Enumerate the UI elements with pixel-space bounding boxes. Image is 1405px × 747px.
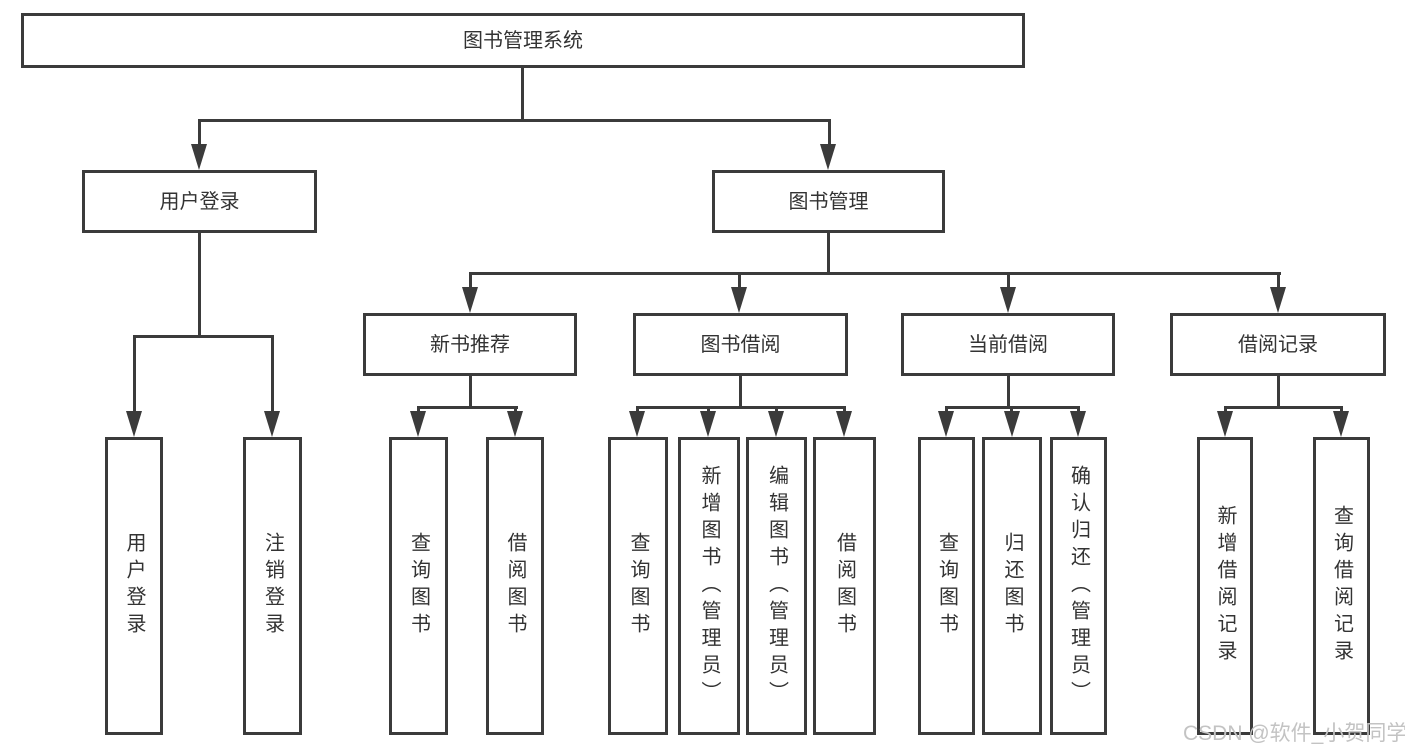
connector-borrowing-stem [739, 374, 742, 409]
connector-login-horizontal [133, 335, 274, 338]
connector-current-child-stem [1010, 406, 1013, 414]
connector-borrowing-child-stem [707, 406, 710, 414]
arrow-down-icon [1000, 287, 1016, 313]
connector-records-stem [1277, 374, 1280, 409]
arrow-down-icon [629, 411, 645, 437]
connector-recommend-stem [469, 374, 472, 409]
leaf-borrow-books-borrowing: 借阅图书 [813, 437, 876, 735]
arrow-down-icon [731, 287, 747, 313]
connector-login-stem [198, 231, 201, 338]
connector-mgmt-child-stem [1277, 272, 1280, 290]
leaf-add-book-admin: 新增图书（管理员） [678, 437, 740, 735]
connector-borrowing-child-stem [775, 406, 778, 414]
connector-records-child-stem [1224, 406, 1227, 414]
arrow-down-icon [410, 411, 426, 437]
connector-root-left-stem [198, 119, 201, 149]
arrow-down-icon [462, 287, 478, 313]
node-borrowing-records-label: 借阅记录 [1238, 333, 1318, 356]
leaf-borrow-books-recommend-label: 借阅图书 [504, 532, 526, 640]
node-user-login-label: 用户登录 [159, 190, 240, 213]
connector-mgmt-child-stem [469, 272, 472, 290]
node-new-book-recommend: 新书推荐 [363, 313, 577, 376]
leaf-return-book: 归还图书 [982, 437, 1042, 735]
node-current-borrowing-label: 当前借阅 [968, 333, 1048, 356]
node-library-system: 图书管理系统 [21, 13, 1025, 68]
arrow-down-icon [264, 411, 280, 437]
leaf-user-login-label: 用户登录 [123, 532, 145, 640]
leaf-query-books-recommend-label: 查询图书 [407, 532, 430, 640]
node-user-login: 用户登录 [82, 170, 317, 233]
connector-current-child-stem [945, 406, 948, 414]
node-book-borrowing: 图书借阅 [633, 313, 848, 376]
arrow-down-icon [1270, 287, 1286, 313]
arrow-down-icon [938, 411, 954, 437]
connector-recommend-child-stem [417, 406, 420, 414]
leaf-borrow-books-recommend: 借阅图书 [486, 437, 544, 735]
leaf-add-borrow-record: 新增借阅记录 [1197, 437, 1253, 735]
connector-mgmt-child-stem [1007, 272, 1010, 290]
leaf-borrow-books-borrowing-label: 借阅图书 [833, 532, 856, 640]
node-book-borrowing-label: 图书借阅 [700, 333, 781, 356]
connector-mgmt-horizontal [469, 272, 1281, 275]
connector-recommend-horizontal [417, 406, 518, 409]
leaf-query-books-borrowing-label: 查询图书 [627, 532, 649, 640]
leaf-logout-label: 注销登录 [261, 532, 284, 640]
leaf-query-books-current: 查询图书 [918, 437, 975, 735]
connector-current-stem [1007, 374, 1010, 409]
connector-borrowing-child-stem [843, 406, 846, 414]
leaf-query-borrow-record: 查询借阅记录 [1313, 437, 1370, 735]
leaf-user-login: 用户登录 [105, 437, 163, 735]
leaf-query-books-current-label: 查询图书 [935, 532, 958, 640]
connector-root-right-stem [828, 119, 831, 149]
connector-recommend-child-stem [514, 406, 517, 414]
leaf-query-borrow-record-label: 查询借阅记录 [1330, 505, 1353, 667]
leaf-confirm-return-admin: 确认归还（管理员） [1050, 437, 1107, 735]
leaf-add-book-admin-label: 新增图书（管理员） [698, 464, 720, 708]
arrow-down-icon [700, 411, 716, 437]
node-new-book-recommend-label: 新书推荐 [430, 333, 510, 356]
leaf-query-books-recommend: 查询图书 [389, 437, 448, 735]
node-book-management: 图书管理 [712, 170, 945, 233]
connector-records-child-stem [1340, 406, 1343, 414]
csdn-watermark: CSDN @软件_小贺同学 [1183, 722, 1405, 745]
leaf-return-book-label: 归还图书 [1001, 532, 1023, 640]
connector-login-child-stem [133, 335, 136, 413]
arrow-down-icon [1070, 411, 1086, 437]
leaf-edit-book-admin: 编辑图书（管理员） [746, 437, 807, 735]
arrow-down-icon [507, 411, 523, 437]
node-borrowing-records: 借阅记录 [1170, 313, 1386, 376]
arrow-down-icon [768, 411, 784, 437]
connector-root-horizontal [198, 119, 831, 122]
leaf-add-borrow-record-label: 新增借阅记录 [1214, 505, 1236, 667]
arrow-down-icon [126, 411, 142, 437]
leaf-edit-book-admin-label: 编辑图书（管理员） [765, 464, 788, 708]
arrow-down-icon [1333, 411, 1349, 437]
connector-mgmt-stem [827, 231, 830, 275]
connector-current-child-stem [1077, 406, 1080, 414]
node-library-system-label: 图书管理系统 [463, 29, 583, 52]
arrow-down-icon [836, 411, 852, 437]
arrow-down-icon [1004, 411, 1020, 437]
leaf-confirm-return-admin-label: 确认归还（管理员） [1067, 464, 1090, 708]
leaf-logout: 注销登录 [243, 437, 302, 735]
connector-login-child-stem [271, 335, 274, 413]
connector-root-stem [521, 66, 524, 122]
connector-borrowing-child-stem [636, 406, 639, 414]
connector-mgmt-child-stem [738, 272, 741, 290]
connector-borrowing-horizontal [636, 406, 846, 409]
leaf-query-books-borrowing: 查询图书 [608, 437, 668, 735]
arrow-down-icon [191, 144, 207, 170]
node-book-management-label: 图书管理 [788, 190, 869, 213]
node-current-borrowing: 当前借阅 [901, 313, 1115, 376]
arrow-down-icon [820, 144, 836, 170]
connector-records-horizontal [1224, 406, 1343, 409]
arrow-down-icon [1217, 411, 1233, 437]
